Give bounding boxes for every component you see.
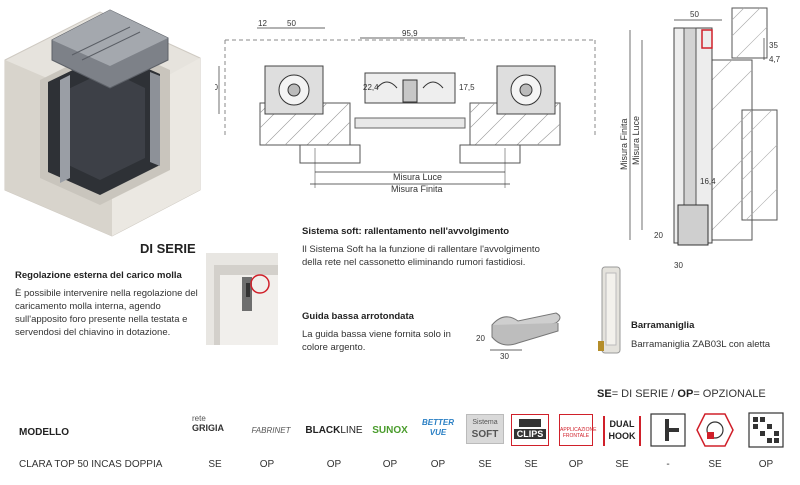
side-dim-20: 20: [654, 231, 663, 240]
dim-17-5: 17,5: [459, 83, 475, 92]
sistema-soft-title: Sistema soft: rallentamento nell'avvolgi…: [302, 226, 510, 237]
cell-handle: -: [666, 459, 670, 470]
side-dim-16-4: 16,4: [700, 177, 716, 186]
logo-clips: CLIPS: [511, 414, 549, 446]
spring-adjust-image: [206, 253, 278, 345]
guida-dim-30: 30: [500, 352, 509, 361]
cell-sunox: OP: [382, 459, 398, 470]
lock-warning-icon: [696, 413, 734, 447]
logo-sunox: SUNOX: [372, 425, 408, 436]
guida-dim-20: 20: [476, 334, 485, 343]
dim-12: 12: [258, 19, 267, 28]
regolazione-title: Regolazione esterna del carico molla: [15, 270, 182, 281]
technical-drawing-side: 50 35 4,7 16,4 20 30 Misura Finita Misur…: [619, 7, 781, 270]
side-dim-35: 35: [769, 41, 778, 50]
handle-icon: [650, 413, 686, 447]
cell-blackline: OP: [326, 459, 342, 470]
side-misura-luce: Misura Luce: [631, 116, 641, 165]
legend-se: SE: [597, 388, 612, 400]
guida-title: Guida bassa arrotondata: [302, 311, 414, 322]
cell-grid: OP: [758, 459, 774, 470]
barramaniglia-title: Barramaniglia: [631, 320, 695, 331]
dim-95-9: 95,9: [402, 29, 418, 38]
misura-luce-label: Misura Luce: [393, 172, 442, 182]
guida-body: La guida bassa viene fornita solo in col…: [302, 329, 451, 353]
technical-drawing-top: 12 50 95,9 22,4 17,5 50 Misura Luce Misu…: [215, 19, 596, 194]
cell-lock: SE: [708, 459, 722, 470]
table-header-modello: MODELLO: [19, 427, 69, 438]
cell-applicazione-frontale: OP: [568, 459, 584, 470]
cell-better-vue: OP: [430, 459, 446, 470]
side-misura-finita: Misura Finita: [619, 118, 629, 170]
side-dim-4-7: 4,7: [769, 55, 781, 64]
side-dim-50: 50: [690, 10, 699, 19]
dim-50-side: 50: [215, 83, 218, 92]
cell-fabrinet: OP: [259, 459, 275, 470]
logo-applicazione-frontale: APPLICAZIONE FRONTALE: [559, 414, 596, 446]
cell-dual-hook: SE: [615, 459, 629, 470]
cell-sistema-soft: SE: [478, 459, 492, 470]
guida-profile-image: 20 30: [476, 312, 561, 361]
sistema-soft-body: Il Sistema Soft ha la funzione di rallen…: [302, 244, 540, 268]
logo-blackline: BLACKLINE: [305, 425, 363, 436]
cell-rete-grigia: SE: [208, 459, 222, 470]
barramaniglia-image: [598, 266, 621, 354]
regolazione-body: È possibile intervenire nella regolazion…: [15, 288, 198, 338]
side-dim-30: 30: [674, 261, 683, 270]
logo-sistema-soft: Sistema SOFT: [466, 414, 504, 444]
di-serie-heading: DI SERIE: [140, 241, 196, 256]
legend-op-text: = OPZIONALE: [693, 388, 766, 400]
legend: SE= DI SERIE / OP= OPZIONALE: [597, 388, 766, 400]
grid-pattern-icon: [748, 412, 784, 448]
table-row-model: CLARA TOP 50 INCAS DOPPIA: [19, 459, 163, 470]
dim-22-4: 22,4: [363, 83, 379, 92]
product-3d-render: [4, 9, 201, 237]
logo-rete-grigia: rete GRIGIA: [192, 414, 225, 433]
cell-clips: SE: [524, 459, 538, 470]
misura-finita-label: Misura Finita: [391, 184, 443, 194]
logo-fabrinet: FABRINET: [251, 426, 291, 435]
legend-se-text: = DI SERIE /: [611, 388, 678, 400]
barramaniglia-body: Barramaniglia ZAB03L con aletta: [631, 339, 771, 350]
legend-op: OP: [677, 388, 694, 400]
dim-50: 50: [287, 19, 296, 28]
